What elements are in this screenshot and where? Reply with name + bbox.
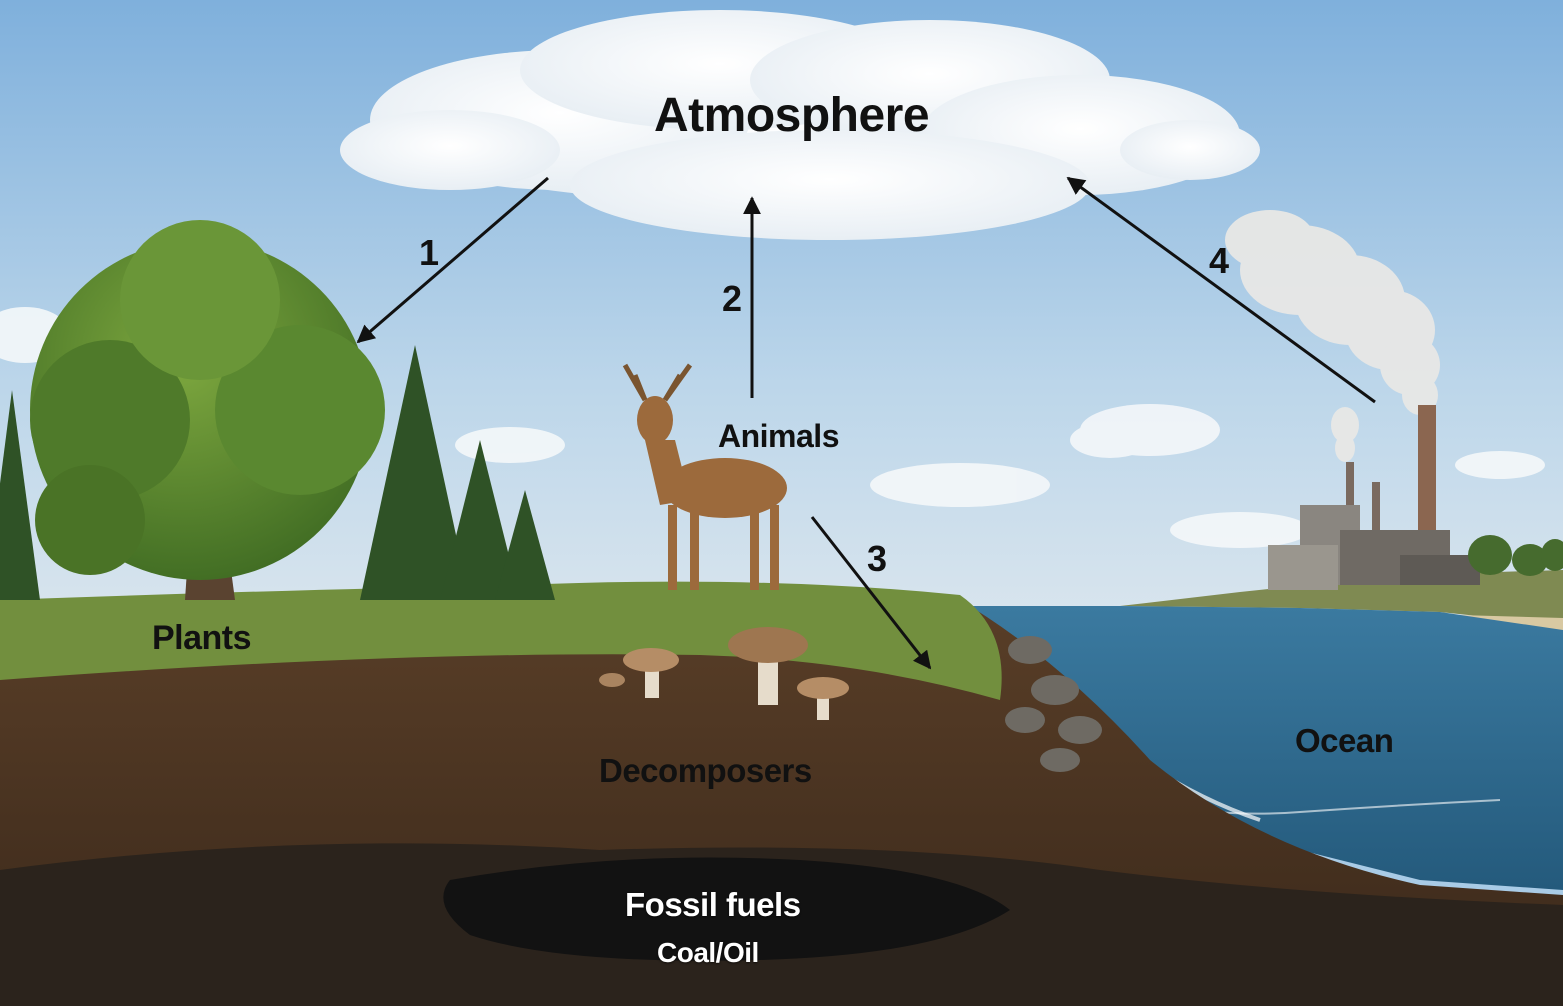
fossil-fuels-label: Fossil fuels	[625, 886, 801, 923]
arrow-2-number: 2	[722, 278, 742, 319]
animals-label: Animals	[718, 418, 839, 454]
mushrooms	[599, 627, 849, 720]
arrow-4-number: 4	[1209, 240, 1229, 281]
arrow-1-number: 1	[419, 232, 439, 273]
factory	[1268, 405, 1480, 590]
plants-label: Plants	[152, 619, 252, 657]
smoke-plume	[1225, 210, 1440, 462]
atmosphere-label: Atmosphere	[654, 89, 930, 142]
deer	[622, 363, 787, 590]
shore-rocks	[1005, 636, 1102, 772]
coal-oil-label: Coal/Oil	[657, 937, 759, 968]
arrow-4	[1066, 176, 1376, 404]
shore-trees	[1468, 535, 1563, 576]
arrow-3-number: 3	[867, 538, 887, 579]
atmosphere-cloud	[340, 10, 1260, 240]
decomposers-label: Decomposers	[599, 752, 812, 789]
oak-tree	[30, 220, 385, 600]
arrow-1	[356, 176, 549, 344]
conifer-trees	[0, 345, 555, 600]
coal-oil-deposit	[443, 857, 1010, 961]
ocean-label: Ocean	[1295, 722, 1394, 759]
process-arrows	[356, 176, 1376, 670]
arrow-3	[810, 516, 932, 670]
ocean	[960, 606, 1563, 890]
grass-layer	[0, 581, 1002, 700]
